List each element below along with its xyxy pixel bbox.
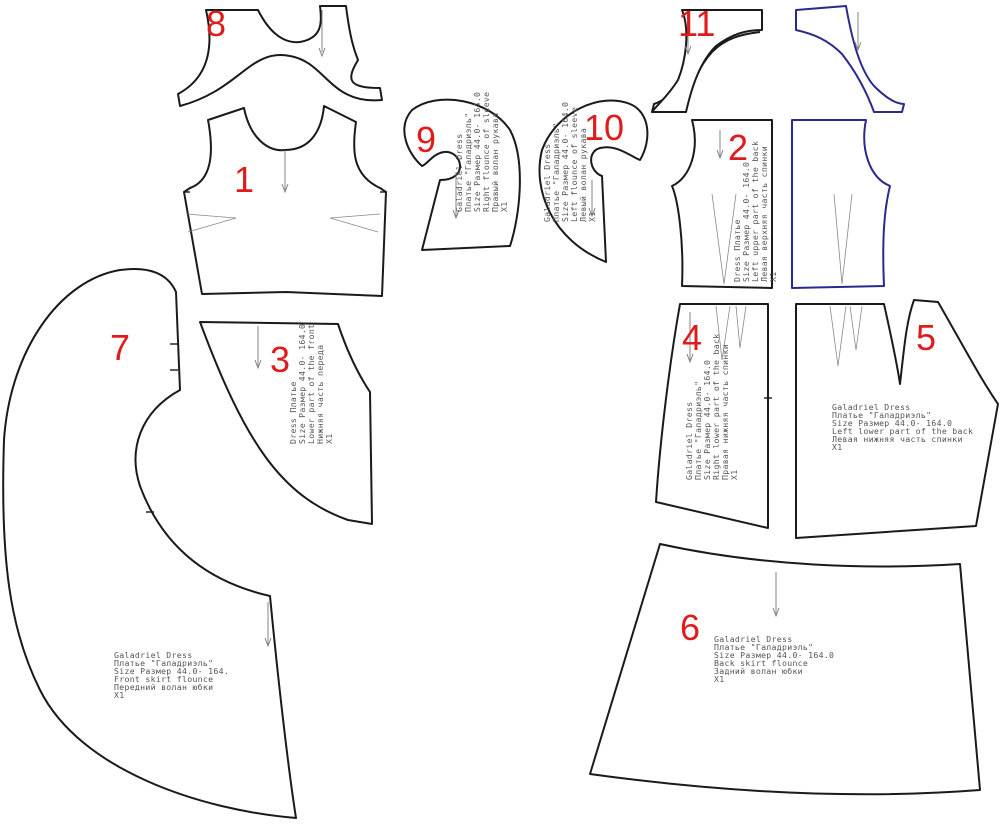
piece-number-7: 7 — [110, 327, 130, 368]
svg-text:Dress Платье: Dress Платье — [288, 381, 298, 444]
svg-text:X1: X1 — [714, 674, 724, 684]
svg-text:Задний волан юбки: Задний волан юбки — [714, 666, 803, 676]
svg-text:Right flounce of sleeve: Right flounce of sleeve — [481, 92, 491, 212]
svg-text:Galadriel Dress: Galadriel Dress — [832, 402, 910, 412]
svg-text:Нижняя часть переда: Нижняя часть переда — [315, 345, 325, 444]
svg-text:Galadriel Dress: Galadriel Dress — [114, 650, 192, 660]
svg-text:Front skirt flounce: Front skirt flounce — [114, 674, 213, 684]
svg-text:Платье "Галадриэль": Платье "Галадриэль" — [714, 642, 813, 652]
piece-number-5: 5 — [916, 317, 936, 358]
svg-text:Size Размер 44.0- 164.0: Size Размер 44.0- 164.0 — [472, 92, 482, 212]
piece-number-10: 10 — [584, 107, 624, 148]
svg-text:Size Размер 44.0- 164.0: Size Размер 44.0- 164.0 — [741, 162, 751, 282]
svg-text:Galadriel Dress: Galadriel Dress — [684, 402, 694, 480]
piece-number-4: 4 — [682, 317, 702, 358]
svg-text:Size Размер 44.0- 164.0: Size Размер 44.0- 164.0 — [702, 360, 712, 480]
svg-text:Back skirt flounce: Back skirt flounce — [714, 658, 808, 668]
svg-text:Right lower part of the back: Right lower part of the back — [711, 334, 721, 480]
svg-text:Galadriel Dress: Galadriel Dress — [714, 634, 792, 644]
piece-number-11: 11 — [678, 3, 715, 44]
svg-text:Передний волан юбки: Передний волан юбки — [114, 682, 213, 692]
piece-number-9: 9 — [416, 119, 436, 160]
pattern-piece-6[interactable]: 6 Galadriel Dress Платье "Галадриэль" Si… — [589, 543, 981, 796]
piece-number-8: 8 — [206, 3, 226, 44]
piece-6-label: Galadriel Dress Платье "Галадриэль" Size… — [714, 634, 834, 684]
svg-text:Платье "Галадриэль": Платье "Галадриэль" — [114, 658, 213, 668]
svg-text:Size Размер 44.0- 164.: Size Размер 44.0- 164. — [114, 666, 229, 676]
piece-7-label: Galadriel Dress Платье "Галадриэль" Size… — [114, 650, 229, 700]
svg-text:X1: X1 — [832, 442, 842, 452]
svg-text:Left upper part of the back: Left upper part of the back — [750, 141, 760, 282]
svg-text:X1: X1 — [114, 690, 124, 700]
pattern-piece-11[interactable]: 11 — [651, 3, 763, 113]
pattern-piece-4[interactable]: 4 Galadriel Dress Платье "Галадриэль" Si… — [655, 303, 772, 529]
piece-9-label: Galadriel Dress Платье "Галадриэль" Size… — [454, 92, 509, 212]
svg-text:X1: X1 — [499, 202, 509, 212]
svg-text:Правый волан рукава: Правый волан рукава — [490, 113, 500, 212]
pattern-piece-2[interactable]: 2 Dress Платье Size Размер 44.0- 164.0 L… — [671, 119, 778, 289]
pattern-piece-8[interactable]: 8 — [177, 3, 383, 107]
pattern-piece-1[interactable]: 1 — [183, 105, 387, 297]
piece-2-label: Dress Платье Size Размер 44.0- 164.0 Lef… — [732, 141, 778, 282]
piece-4-label: Galadriel Dress Платье "Галадриэль" Size… — [684, 334, 739, 480]
svg-text:Левая нижняя часть спинки: Левая нижняя часть спинки — [832, 434, 963, 444]
pattern-piece-5[interactable]: 5 Galadriel Dress Платье "Галадриэль" Si… — [795, 299, 999, 539]
svg-text:Galadriel Dress: Galadriel Dress — [542, 144, 552, 222]
svg-text:Size Размер 44.0- 164.0: Size Размер 44.0- 164.0 — [832, 418, 952, 428]
svg-text:X1: X1 — [324, 434, 334, 444]
piece-number-1: 1 — [234, 159, 254, 200]
piece-5-label: Galadriel Dress Платье "Галадриэль" Size… — [832, 402, 973, 452]
svg-text:Dress Платье: Dress Платье — [732, 219, 742, 282]
svg-text:Правая нижняя часть спинки: Правая нижняя часть спинки — [720, 344, 730, 480]
svg-text:Левая верхняя часть спинки: Левая верхняя часть спинки — [759, 146, 769, 282]
svg-text:Size Размер 44.0- 164.0: Size Размер 44.0- 164.0 — [560, 102, 570, 222]
svg-text:X1: X1 — [729, 470, 739, 480]
pattern-piece-11-mirror[interactable] — [795, 5, 905, 113]
svg-text:Левый волан рукава: Левый волан рукава — [578, 128, 588, 222]
svg-text:X1: X1 — [768, 272, 778, 282]
piece-3-label: Dress Платье Size Размер 44.0- 164.0 Low… — [288, 324, 334, 444]
svg-text:Платье "Галадриэль": Платье "Галадриэль" — [693, 381, 703, 480]
svg-text:Платье "Галадриэль": Платье "Галадриэль" — [463, 113, 473, 212]
piece-10-label: Galadriel Dress Платье "Галадриэль" Size… — [542, 102, 597, 222]
svg-text:Galadriel Dress: Galadriel Dress — [454, 134, 464, 212]
piece-number-6: 6 — [680, 607, 700, 648]
pattern-piece-2-mirror[interactable] — [791, 119, 891, 289]
svg-text:Left flounce of sleeve: Left flounce of sleeve — [569, 107, 579, 222]
svg-text:Lower part of the front: Lower part of the front — [306, 324, 316, 444]
piece-number-2: 2 — [728, 127, 748, 168]
pattern-piece-9[interactable]: 9 Galadriel Dress Платье "Галадриэль" Si… — [403, 92, 521, 251]
svg-text:Size Размер 44.0- 164.0: Size Размер 44.0- 164.0 — [714, 650, 834, 660]
piece-number-3: 3 — [270, 339, 290, 380]
svg-text:Платье "Галадриэль": Платье "Галадриэль" — [832, 410, 931, 420]
svg-text:X1: X1 — [587, 212, 597, 222]
pattern-piece-3[interactable]: 3 Dress Платье Size Размер 44.0- 164.0 L… — [199, 321, 373, 525]
svg-text:Left lower part of the back: Left lower part of the back — [832, 426, 973, 436]
pattern-piece-7[interactable]: 7 Galadriel Dress Платье "Галадриэль" Si… — [2, 268, 297, 819]
pattern-piece-10[interactable]: 10 Galadriel Dress Платье "Галадриэль" S… — [538, 99, 649, 263]
svg-text:Платье "Галадриэль": Платье "Галадриэль" — [551, 123, 561, 222]
svg-text:Size Размер 44.0- 164.0: Size Размер 44.0- 164.0 — [297, 324, 307, 444]
